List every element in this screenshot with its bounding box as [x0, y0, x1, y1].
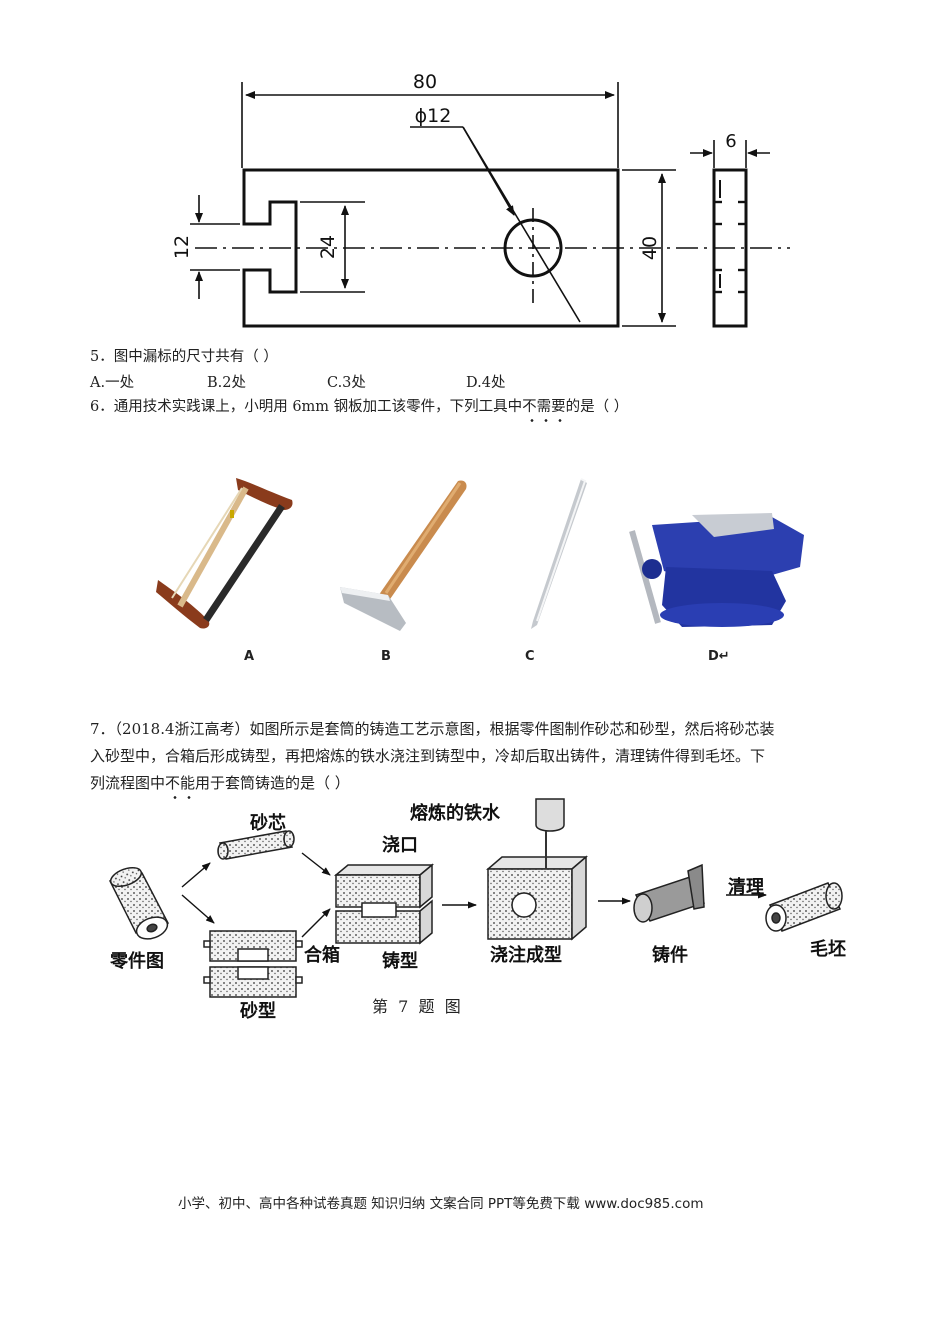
q7-line-3-before: 列流程图中	[90, 774, 166, 792]
q5-option-a: A.一处	[90, 375, 135, 391]
dim-24: 24	[317, 235, 339, 259]
casting-icon	[633, 863, 706, 923]
q7-line-3-after: 用于套筒铸造的是（ ）	[195, 774, 350, 792]
q6-stem-before: 6．通用技术实践课上，小明用 6mm 钢板加工该零件，下列工具中	[90, 399, 523, 415]
label-blank: 毛坯	[810, 938, 846, 960]
q5-option-d: D.4处	[466, 375, 506, 391]
q6-stem: 6．通用技术实践课上，小明用 6mm 钢板加工该零件，下列工具中不需要的是（ ）	[90, 395, 628, 416]
label-molten-iron: 熔炼的铁水	[410, 802, 501, 824]
tool-label-b: B	[381, 649, 391, 664]
side-view	[712, 168, 748, 328]
q5-stem: 5．图中漏标的尺寸共有（ ）	[90, 349, 278, 365]
sand-core-icon	[217, 830, 295, 860]
label-sand-mold: 砂型	[240, 1000, 276, 1022]
part-outline	[242, 168, 620, 328]
label-cleaning: 清理	[728, 877, 764, 898]
dim-12: 12	[171, 235, 193, 259]
q7-line-1: 7．（2018.4浙江高考）如图所示是套筒的铸造工艺示意图，根据零件图制作砂芯和…	[90, 720, 775, 738]
label-part-drawing: 零件图	[109, 950, 164, 972]
blank-cylinder-icon	[765, 882, 843, 932]
label-sand-core: 砂芯	[250, 812, 286, 834]
label-sprue: 浇口	[382, 834, 418, 856]
part-cylinder-icon	[108, 866, 170, 940]
q7-line-3-emphasis: 不能	[165, 774, 196, 792]
q7-stem: 7．（2018.4浙江高考）如图所示是套筒的铸造工艺示意图，根据零件图制作砂芯和…	[90, 716, 860, 797]
q6-stem-after: 的是（ ）	[565, 399, 629, 415]
q6-stem-emphasis: 不需要	[522, 399, 566, 415]
figure-caption: 第 7 题 图	[372, 997, 461, 1016]
dim-80: 80	[413, 71, 437, 93]
sand-mold-icon	[203, 930, 303, 998]
dim-phi12: ϕ12	[415, 105, 452, 127]
part-drawing: 80 ϕ12 6 12 24 40	[171, 71, 790, 328]
label-casting: 铸件	[652, 944, 688, 966]
q7-line-2: 入砂型中，合箱后形成铸型，再把熔炼的铁水浇注到铸型中，冷却后取出铸件，清理铸件得…	[90, 747, 766, 765]
page-footer: 小学、初中、高中各种试卷真题 知识归纳 文案合同 PPT等免费下载 www.do…	[178, 1196, 704, 1212]
tool-label-a: A	[244, 649, 255, 664]
casting-process-figure: 砂芯 熔炼的铁水 浇口 零件图 合箱 铸型 砂型 浇注成型 铸件 清理 毛坯	[108, 798, 846, 1022]
tool-label-c: C	[525, 649, 535, 664]
scriber-image	[531, 478, 587, 629]
dim-6: 6	[725, 131, 736, 152]
hammer-image	[340, 480, 467, 631]
hacksaw-image	[156, 478, 293, 629]
label-closing-box: 合箱	[304, 944, 340, 966]
label-pouring: 浇注成型	[490, 944, 562, 966]
q5-option-c: C.3处	[327, 375, 366, 391]
dim-40: 40	[639, 236, 661, 260]
pouring-mold-icon	[485, 798, 589, 941]
q7-line-3: 列流程图中不能用于套筒铸造的是（ ）	[90, 770, 860, 797]
assembled-mold-icon	[333, 863, 435, 945]
q5-option-b: B.2处	[207, 375, 246, 391]
bench-vise-image	[629, 513, 804, 627]
label-mold: 铸型	[382, 950, 418, 972]
tool-label-d: D↵	[708, 649, 730, 664]
